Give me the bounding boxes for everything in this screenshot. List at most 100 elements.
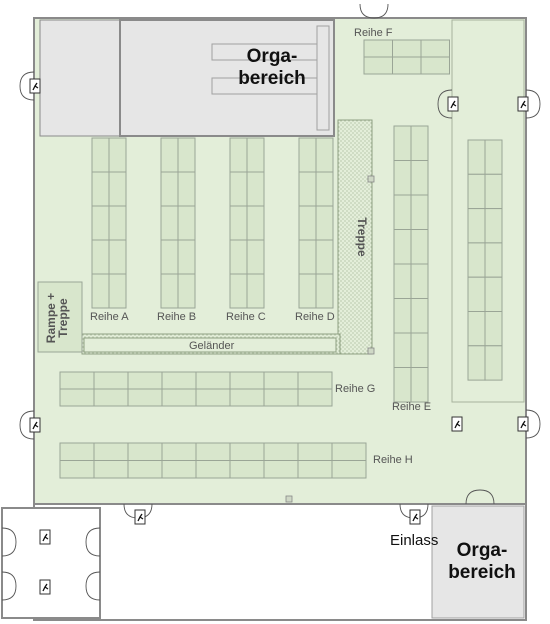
- seat-block-a: [91, 171, 110, 207]
- seat-block-e: [393, 229, 412, 265]
- seat-block-h: [229, 442, 265, 461]
- label-orga-bottom: Orga- bereich: [440, 540, 524, 584]
- label-orga-bottom-line1: Orga-: [456, 540, 508, 561]
- seat-block-h: [59, 442, 95, 461]
- seat-block-d: [298, 273, 317, 309]
- seat-block-b: [177, 205, 196, 241]
- seat-block-e: [410, 332, 429, 368]
- seat-block-g: [127, 388, 163, 407]
- seat-block-e: [410, 263, 429, 299]
- seat-block-c: [229, 137, 248, 173]
- seat-block-g: [127, 371, 163, 390]
- seat-block-gallery: [467, 242, 486, 278]
- seat-block-g: [297, 371, 333, 390]
- door-swing-icon: [525, 89, 541, 119]
- seat-block-f: [363, 39, 393, 58]
- label-orga-top: Orga- bereich: [232, 46, 312, 90]
- seat-block-e: [393, 332, 412, 368]
- seat-block-a: [91, 273, 110, 309]
- seat-block-b: [160, 171, 179, 207]
- seat-block-a: [108, 239, 127, 275]
- seat-block-gallery: [467, 139, 486, 175]
- seat-block-g: [195, 371, 231, 390]
- seat-block-h: [127, 442, 163, 461]
- door-swing-icon: [437, 89, 453, 119]
- grey-room: [39, 19, 121, 137]
- seat-block-d: [298, 171, 317, 207]
- seat-block-h: [297, 442, 333, 461]
- seat-block-g: [229, 388, 265, 407]
- door-swing-icon: [85, 527, 101, 557]
- seat-block-b: [160, 137, 179, 173]
- seat-block-d: [315, 171, 334, 207]
- label-gelaender: Geländer: [189, 340, 235, 352]
- seat-block-b: [160, 205, 179, 241]
- seat-block-h: [127, 460, 163, 479]
- seat-block-e: [393, 263, 412, 299]
- seat-block-e: [410, 367, 429, 403]
- seat-block-g: [93, 388, 129, 407]
- seat-block-a: [108, 205, 127, 241]
- seat-block-e: [393, 194, 412, 230]
- door-swing-icon: [19, 71, 35, 101]
- seat-block-b: [177, 137, 196, 173]
- seat-block-h: [263, 460, 299, 479]
- seat-block-h: [161, 460, 197, 479]
- seat-block-h: [229, 460, 265, 479]
- seat-block-d: [315, 137, 334, 173]
- label-reihe-h: Reihe H: [373, 454, 413, 466]
- emergency-exit-icon-figure: [42, 583, 49, 592]
- orga-table: [316, 25, 330, 131]
- seat-block-d: [298, 205, 317, 241]
- seat-block-e: [393, 298, 412, 334]
- label-einlass: Einlass: [390, 532, 439, 549]
- seat-block-c: [246, 137, 265, 173]
- seat-block-b: [177, 273, 196, 309]
- seat-block-g: [93, 371, 129, 390]
- door-swing-icon: [1, 571, 17, 601]
- seat-block-e: [393, 125, 412, 161]
- seat-block-f: [392, 56, 422, 75]
- seat-block-h: [331, 460, 367, 479]
- seat-block-gallery: [484, 242, 503, 278]
- emergency-exit-icon-figure: [450, 100, 457, 109]
- seat-block-gallery: [467, 311, 486, 347]
- seat-block-g: [263, 388, 299, 407]
- seat-block-h: [195, 442, 231, 461]
- seat-block-d: [298, 239, 317, 275]
- doors: [1, 3, 541, 601]
- seat-block-e: [393, 160, 412, 196]
- seat-block-g: [59, 388, 95, 407]
- seat-block-c: [246, 205, 265, 241]
- emergency-exit-icon-figure: [454, 420, 461, 429]
- seat-block-e: [393, 367, 412, 403]
- door-swing-icon: [465, 489, 495, 505]
- seat-block-e: [410, 160, 429, 196]
- seat-block-d: [315, 205, 334, 241]
- label-rampe: Rampe + Treppe: [44, 283, 73, 353]
- door-swing-icon: [85, 571, 101, 601]
- seat-block-gallery: [467, 276, 486, 313]
- seat-block-h: [93, 460, 129, 479]
- railing: [83, 337, 337, 353]
- seat-block-c: [246, 273, 265, 309]
- seat-block-gallery: [484, 208, 503, 244]
- label-orga-top-line2: bereich: [238, 68, 306, 89]
- door-swing-icon: [359, 3, 389, 19]
- seating-rows: [59, 39, 503, 479]
- ramp-box: [37, 281, 83, 353]
- seat-block-f: [363, 56, 393, 75]
- seat-block-g: [161, 371, 197, 390]
- door-swing-icon: [1, 527, 17, 557]
- seat-block-gallery: [467, 345, 486, 381]
- emergency-exit-icon-figure: [32, 82, 39, 91]
- emergency-exit-icon-figure: [42, 533, 49, 542]
- seat-block-gallery: [484, 173, 503, 210]
- label-reihe-b: Reihe B: [157, 311, 197, 323]
- stairs-strip: [337, 119, 373, 355]
- seat-block-gallery: [484, 311, 503, 347]
- seat-block-g: [263, 371, 299, 390]
- seat-block-gallery: [484, 276, 503, 313]
- seat-block-e: [410, 125, 429, 161]
- seat-block-c: [229, 273, 248, 309]
